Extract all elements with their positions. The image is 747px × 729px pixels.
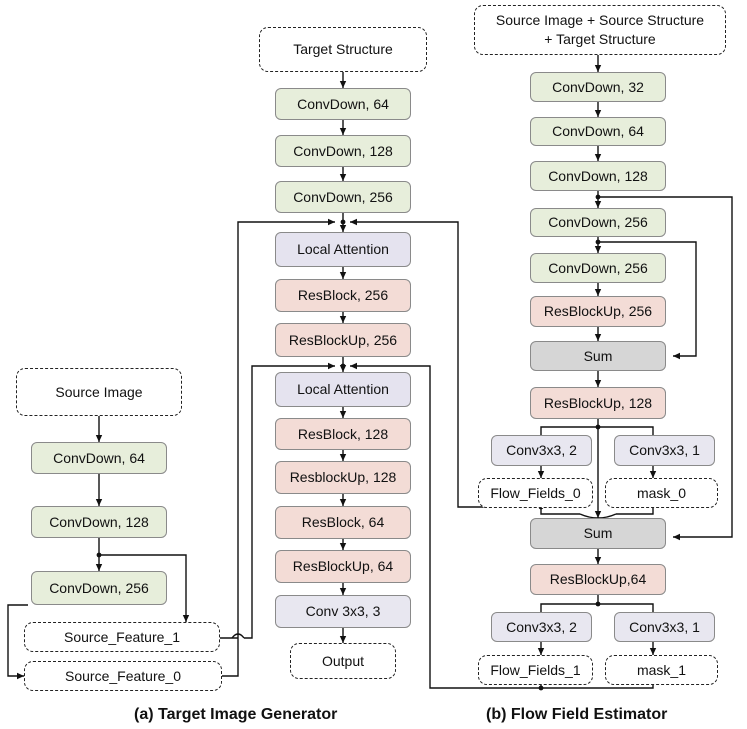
gen-resblock-256: ResBlock, 256 bbox=[275, 279, 411, 312]
gen-local-attention-2: Local Attention bbox=[275, 372, 411, 407]
source-feature-1: Source_Feature_1 bbox=[24, 622, 220, 652]
flow-input-node: Source Image + Source Structure + Target… bbox=[474, 5, 726, 55]
gen-convdown-64: ConvDown, 64 bbox=[275, 88, 411, 120]
flow-conv3x3-2-a: Conv3x3, 2 bbox=[491, 435, 592, 466]
flow-resblockup-64: ResBlockUp,64 bbox=[530, 564, 666, 595]
flow-conv3x3-1-a: Conv3x3, 1 bbox=[614, 435, 715, 466]
flow-convdown-64: ConvDown, 64 bbox=[530, 117, 666, 146]
flow-sum-2: Sum bbox=[530, 518, 666, 549]
flow-conv3x3-2-b: Conv3x3, 2 bbox=[491, 612, 592, 642]
source-image-input: Source Image bbox=[16, 368, 182, 416]
src-convdown-128: ConvDown, 128 bbox=[31, 506, 167, 538]
flow-input-line2: + Target Structure bbox=[544, 31, 656, 47]
src-convdown-256: ConvDown, 256 bbox=[31, 571, 167, 605]
gen-conv3x3-3: Conv 3x3, 3 bbox=[275, 595, 411, 628]
flow-resblockup-256: ResBlockUp, 256 bbox=[530, 296, 666, 327]
flow-convdown-256-b: ConvDown, 256 bbox=[530, 253, 666, 283]
src-convdown-64: ConvDown, 64 bbox=[31, 442, 167, 474]
flow-fields-1: Flow_Fields_1 bbox=[478, 655, 593, 685]
flow-sum-1: Sum bbox=[530, 341, 666, 371]
flow-convdown-256-a: ConvDown, 256 bbox=[530, 208, 666, 237]
flow-fields-0: Flow_Fields_0 bbox=[478, 478, 593, 508]
mask-0: mask_0 bbox=[605, 478, 718, 508]
gen-convdown-128: ConvDown, 128 bbox=[275, 135, 411, 167]
gen-resblockup-128: ResblockUp, 128 bbox=[275, 461, 411, 494]
generator-caption: (a) Target Image Generator bbox=[134, 706, 338, 723]
mask-1: mask_1 bbox=[605, 655, 718, 685]
gen-resblockup-64: ResBlockUp, 64 bbox=[275, 550, 411, 583]
gen-resblock-128: ResBlock, 128 bbox=[275, 418, 411, 450]
flow-resblockup-128: ResBlockUp, 128 bbox=[530, 387, 666, 419]
flow-convdown-32: ConvDown, 32 bbox=[530, 72, 666, 102]
flow-input-line1: Source Image + Source Structure bbox=[495, 12, 705, 28]
flow-conv3x3-1-b: Conv3x3, 1 bbox=[614, 612, 715, 642]
gen-local-attention-1: Local Attention bbox=[275, 232, 411, 267]
source-feature-0: Source_Feature_0 bbox=[24, 661, 222, 691]
gen-resblock-64: ResBlock, 64 bbox=[275, 506, 411, 539]
target-structure-input: Target Structure bbox=[259, 27, 427, 72]
flow-estimator-caption: (b) Flow Field Estimator bbox=[486, 706, 668, 723]
output-node: Output bbox=[290, 643, 396, 679]
gen-resblockup-256: ResBlockUp, 256 bbox=[275, 323, 411, 357]
flow-convdown-128: ConvDown, 128 bbox=[530, 161, 666, 191]
gen-convdown-256: ConvDown, 256 bbox=[275, 181, 411, 213]
